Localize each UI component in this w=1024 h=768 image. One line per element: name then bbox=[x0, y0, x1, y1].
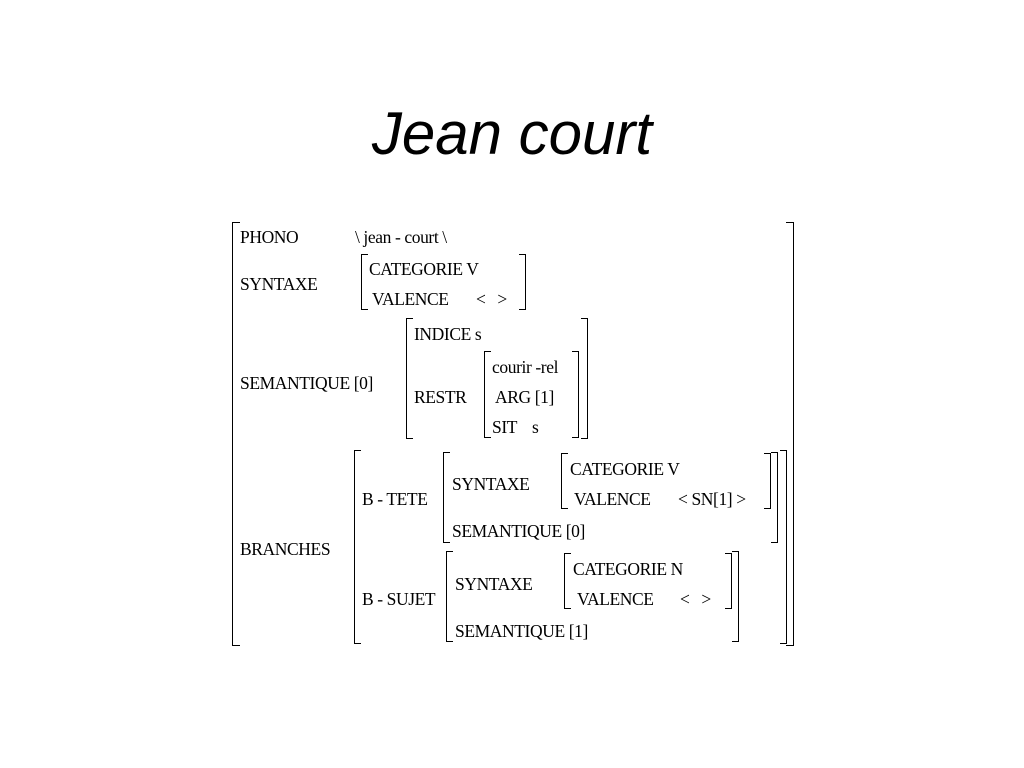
b-sujet-right-bracket bbox=[732, 551, 739, 642]
b-sujet-syntaxe-left-bracket bbox=[564, 553, 571, 609]
phono-feature: PHONO bbox=[240, 227, 299, 247]
restr-sit: SIT bbox=[492, 417, 518, 437]
outer-left-bracket bbox=[232, 222, 240, 646]
restr-left-bracket bbox=[484, 351, 491, 438]
b-sujet-valence-value: < > bbox=[680, 589, 711, 609]
b-sujet-left-bracket bbox=[446, 551, 453, 642]
syntaxe-categorie: CATEGORIE V bbox=[369, 259, 479, 279]
semantique-restr: RESTR bbox=[414, 387, 467, 407]
branches-left-bracket bbox=[354, 450, 361, 644]
syntaxe-feature: SYNTAXE bbox=[240, 274, 318, 294]
semantique-feature: SEMANTIQUE [0] bbox=[240, 373, 373, 393]
b-tete-syntaxe-left-bracket bbox=[561, 453, 568, 509]
phono-value: \ jean - court \ bbox=[355, 227, 447, 247]
outer-right-bracket bbox=[786, 222, 794, 646]
syntaxe-valence: VALENCE bbox=[372, 289, 449, 309]
b-tete-syntaxe-right-bracket bbox=[764, 453, 771, 509]
b-sujet-syntaxe-right-bracket bbox=[725, 553, 732, 609]
slide-title: Jean court bbox=[371, 100, 653, 167]
b-tete-valence-value: < SN[1] > bbox=[678, 489, 746, 509]
semantique-left-bracket bbox=[406, 318, 413, 439]
branches-right-bracket bbox=[780, 450, 787, 644]
restr-arg: ARG [1] bbox=[495, 387, 554, 407]
syntaxe-valence-value: < > bbox=[476, 289, 507, 309]
b-tete-categorie: CATEGORIE V bbox=[570, 459, 680, 479]
semantique-indice: INDICE s bbox=[414, 324, 482, 344]
b-tete-right-bracket bbox=[771, 452, 778, 543]
b-tete-semantique: SEMANTIQUE [0] bbox=[452, 521, 585, 541]
b-sujet-valence: VALENCE bbox=[577, 589, 654, 609]
b-sujet-semantique: SEMANTIQUE [1] bbox=[455, 621, 588, 641]
b-sujet-syntaxe: SYNTAXE bbox=[455, 574, 533, 594]
b-sujet-feature: B - SUJET bbox=[362, 589, 436, 609]
syntaxe-left-bracket bbox=[361, 254, 368, 310]
restr-sit-value: s bbox=[532, 417, 539, 437]
branches-feature: BRANCHES bbox=[240, 539, 331, 559]
b-tete-syntaxe: SYNTAXE bbox=[452, 474, 530, 494]
semantique-right-bracket bbox=[581, 318, 588, 439]
b-sujet-categorie: CATEGORIE N bbox=[573, 559, 683, 579]
b-tete-valence: VALENCE bbox=[574, 489, 651, 509]
b-tete-feature: B - TETE bbox=[362, 489, 428, 509]
syntaxe-right-bracket bbox=[519, 254, 526, 310]
b-tete-left-bracket bbox=[443, 452, 450, 543]
restr-relation: courir -rel bbox=[492, 357, 559, 377]
restr-right-bracket bbox=[572, 351, 579, 438]
